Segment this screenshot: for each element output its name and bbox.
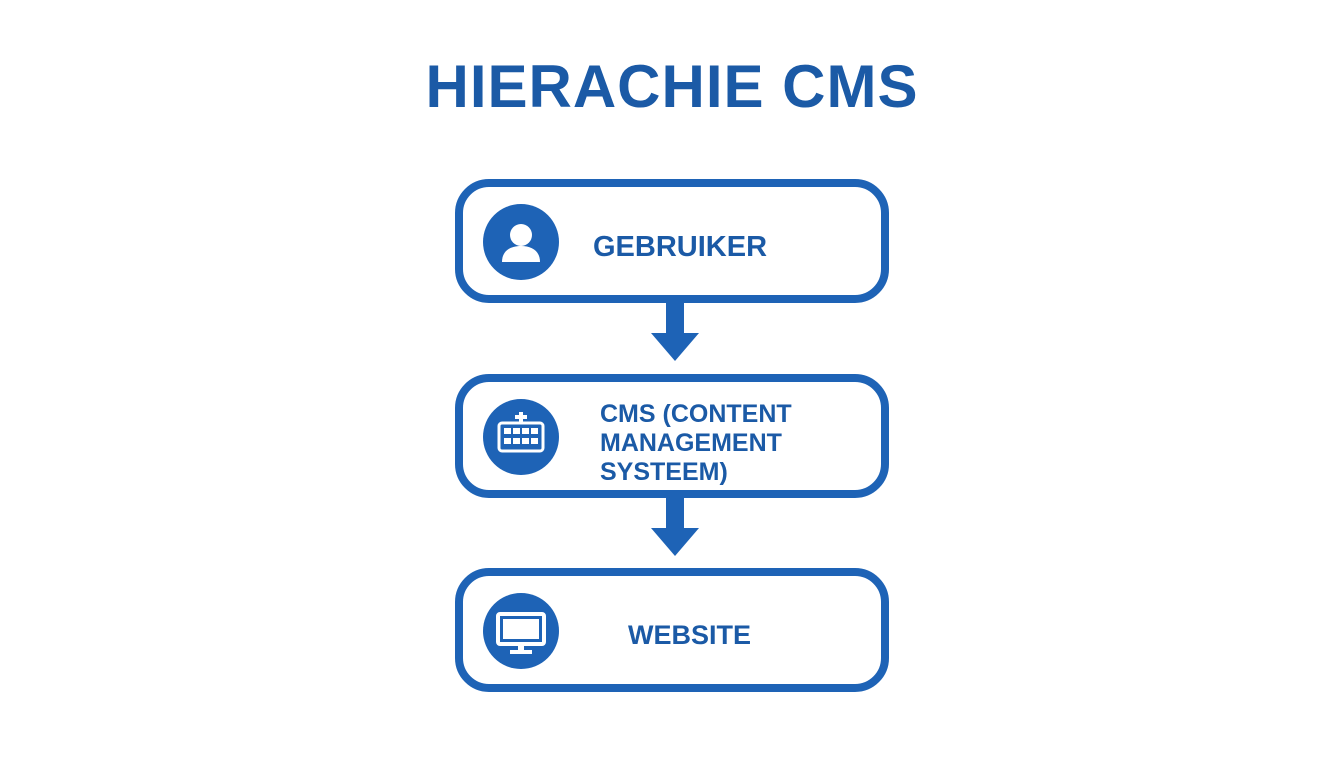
arrow-down-icon [651, 303, 699, 361]
user-icon [483, 204, 559, 280]
monitor-icon [483, 593, 559, 669]
node-label: WEBSITE [628, 620, 752, 650]
node-cms: CMS (CONTENT MANAGEMENT SYSTEEM) [455, 374, 889, 498]
diagram-title: HIERACHIE CMS [425, 53, 919, 120]
node-website: WEBSITE [455, 568, 889, 692]
keyboard-icon [483, 399, 559, 475]
node-label: GEBRUIKER [593, 231, 768, 263]
arrow-down-icon [651, 498, 699, 556]
node-gebruiker: GEBRUIKER [455, 179, 889, 303]
node-label: CMS (CONTENT MANAGEMENT SYSTEEM) [600, 400, 792, 486]
